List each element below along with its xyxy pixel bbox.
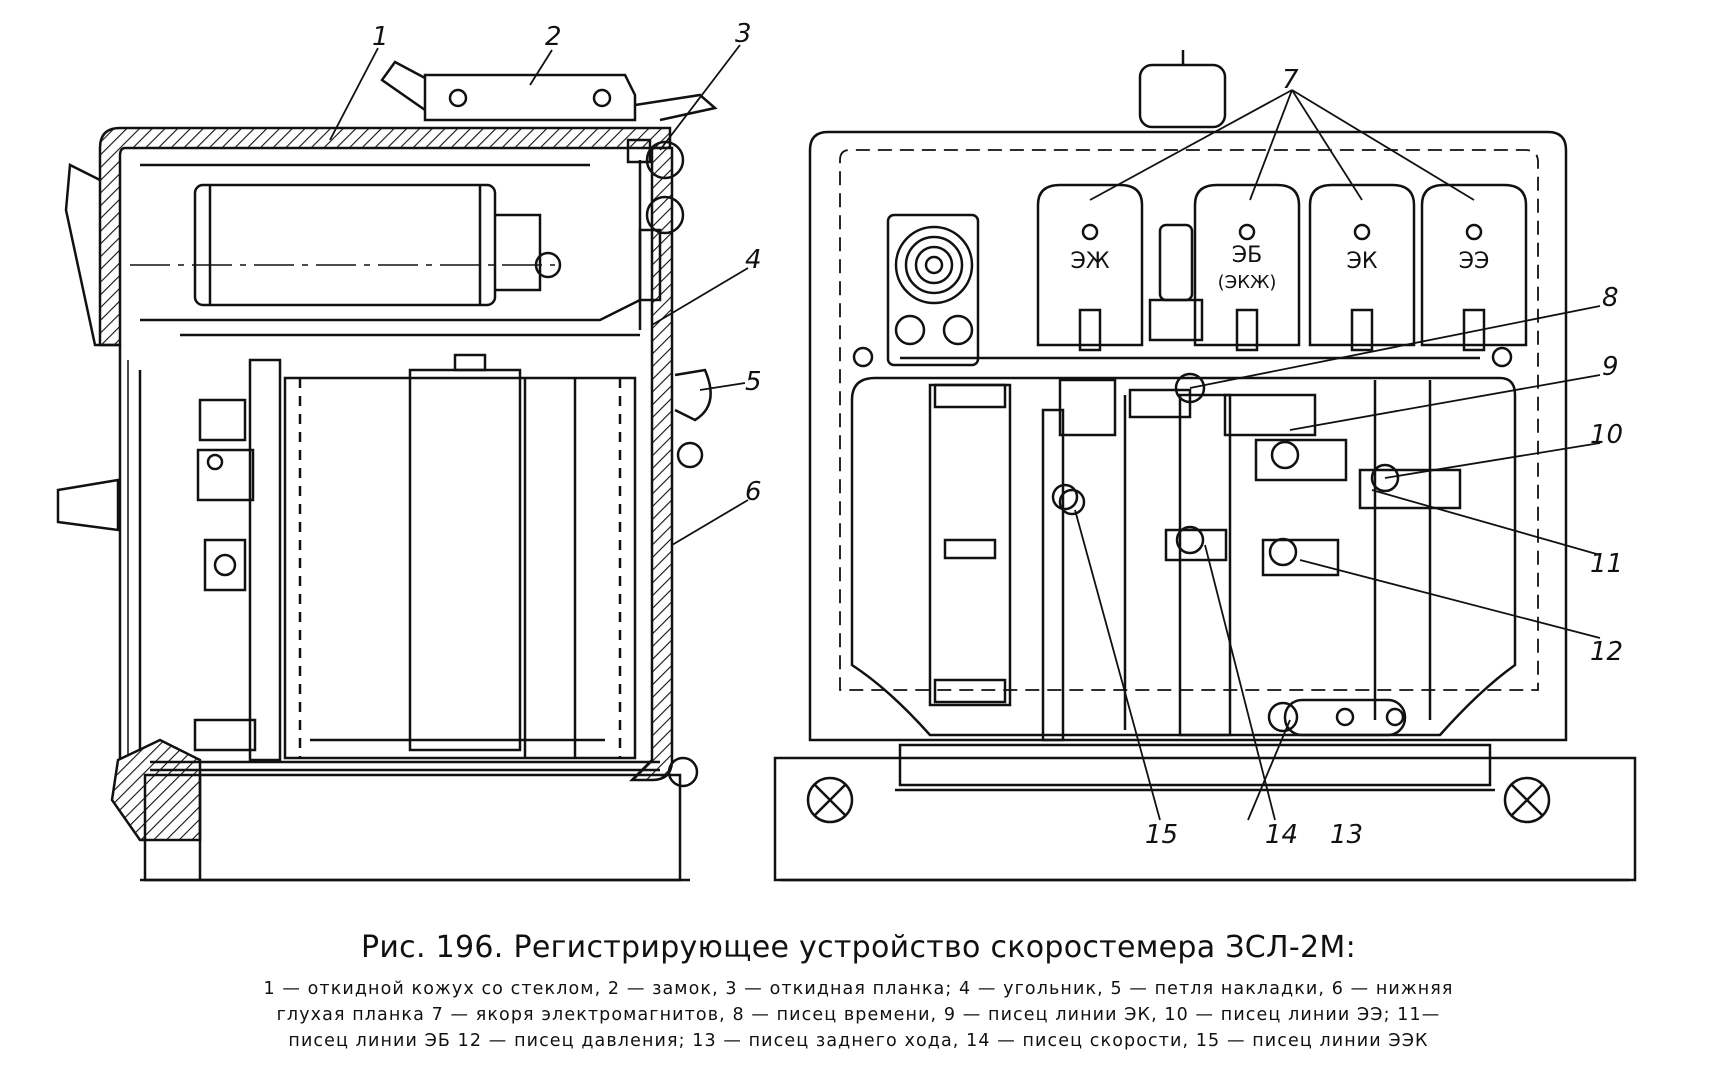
- window-opening: [850, 376, 1517, 737]
- side-section-view: [56, 60, 718, 882]
- paper-drum: [193, 183, 497, 307]
- callout-10: 10: [1590, 420, 1623, 450]
- rear-bracket: [64, 163, 120, 347]
- lock: [423, 73, 637, 122]
- callout-5: 5: [745, 367, 762, 397]
- figure-caption-title: Рис. 196. Регистрирующее устройство скор…: [360, 930, 1356, 965]
- callout-6: 6: [745, 477, 762, 507]
- magnet-label-ee: ЭЭ: [1459, 249, 1490, 274]
- hinged-cover-section: [98, 126, 672, 347]
- magnet-label-ek: ЭК: [1347, 249, 1378, 274]
- front-base: [773, 756, 1637, 882]
- callout-4: 4: [745, 245, 762, 275]
- electromagnet-armatures: [1036, 183, 1528, 352]
- callout-15: 15: [1145, 820, 1178, 850]
- front-wall-section: [628, 146, 674, 782]
- bottom-hinge-section: [110, 738, 202, 842]
- callout-14: 14: [1265, 820, 1298, 850]
- legend-line-3: писец линии ЭБ 12 — писец давления; 13 —…: [288, 1031, 1429, 1051]
- legend-line-1: 1 — откидной кожух со стеклом, 2 — замок…: [263, 979, 1454, 999]
- figure-legend: 1 — откидной кожух со стеклом, 2 — замок…: [40, 976, 1677, 1054]
- callout-2: 2: [545, 22, 562, 52]
- callout-1: 1: [372, 22, 389, 52]
- paper-roll-compartment: [283, 376, 637, 760]
- front-view: [773, 50, 1637, 882]
- rear-wall: [118, 345, 142, 772]
- callout-12: 12: [1590, 637, 1623, 667]
- top-handle: [1138, 63, 1227, 129]
- callout-9: 9: [1602, 352, 1619, 382]
- clock-spring-housing: [886, 213, 980, 367]
- callout-11: 11: [1590, 549, 1623, 579]
- legend-line-2: глухая планка 7 — якоря электромагнитов,…: [276, 1005, 1441, 1025]
- base-block: [143, 773, 682, 882]
- callout-labels: 1 2 3 4 5 6 7 8 9 10 11 12 13 14 15: [372, 19, 1623, 850]
- callout-7: 7: [1282, 65, 1299, 95]
- leader-lines: [329, 44, 1601, 821]
- magnet-labels: ЭЖ ЭБ (ЭКЖ) ЭК ЭЭ: [1070, 243, 1489, 293]
- magnet-label-ezh: ЭЖ: [1070, 249, 1109, 274]
- callout-13: 13: [1330, 820, 1363, 850]
- magnet-label-eb: ЭБ: [1232, 243, 1262, 268]
- housing-outline: [808, 130, 1568, 742]
- magnet-label-ekzh: (ЭКЖ): [1218, 272, 1277, 293]
- diagram-figure: 1 2 3 4 5 6 7 8 9 10 11 12 13 14 15 ЭЖ Э…: [56, 19, 1637, 882]
- callout-8: 8: [1602, 283, 1619, 313]
- callout-3: 3: [735, 19, 752, 49]
